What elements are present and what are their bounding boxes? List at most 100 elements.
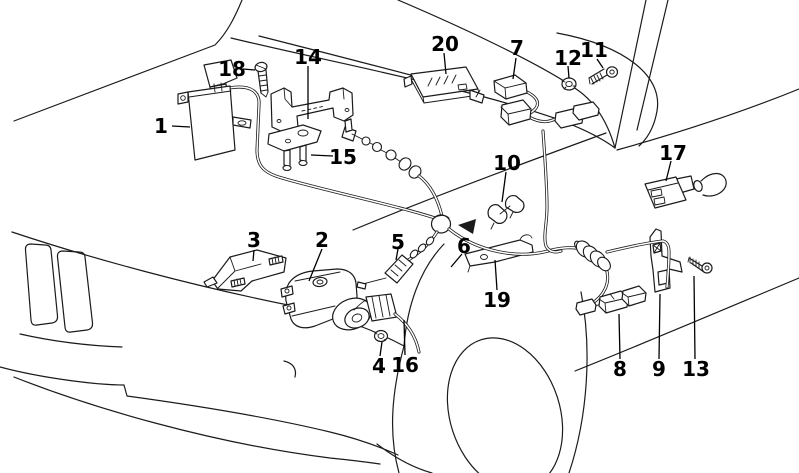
part-16-bowden-cable (353, 293, 421, 354)
part-number-7: 7 (510, 36, 524, 60)
part-number-13: 13 (682, 357, 710, 381)
part-17-connector-with-loop (644, 172, 727, 209)
part-label-20: 20 (431, 32, 459, 75)
leader-line-20 (443, 52, 447, 75)
part-7-switch-with-cable (493, 74, 600, 129)
part-label-19: 19 (483, 259, 511, 312)
leader-line-8 (618, 313, 621, 360)
windshield-base-line (397, 0, 616, 149)
leader-line-5 (395, 248, 399, 261)
part-label-11: 11 (580, 38, 608, 69)
part-15-holder-bracket (267, 124, 322, 172)
part-label-12: 12 (554, 46, 582, 79)
harness-to-bracket (605, 239, 671, 289)
direction-arrow (458, 219, 476, 234)
valence-curve (376, 443, 433, 473)
leader-line-10 (501, 171, 507, 203)
part-8-connectors (575, 285, 647, 316)
part-label-7: 7 (510, 36, 524, 80)
leader-line-4 (379, 341, 383, 357)
bumper-corner-curve (283, 360, 297, 378)
part-number-14: 14 (294, 45, 322, 69)
part-number-19: 19 (483, 288, 511, 312)
mirror-outline (556, 32, 659, 147)
beltline (616, 88, 799, 151)
part-label-10: 10 (493, 151, 521, 203)
part-number-11: 11 (580, 38, 608, 62)
part-label-18: 18 (218, 57, 256, 81)
a-pillar-outer (614, 0, 647, 149)
firewall-grommet (574, 240, 611, 272)
part-12-nut (561, 77, 577, 91)
leader-line-17 (665, 160, 672, 182)
part-number-18: 18 (218, 57, 246, 81)
part-label-2: 2 (308, 228, 329, 282)
tire-right-edge (568, 291, 588, 473)
leader-line-13 (693, 275, 696, 360)
part-label-4: 4 (372, 341, 386, 378)
wheel-housing-arc (403, 243, 445, 347)
part-number-9: 9 (652, 357, 666, 381)
part-label-17: 17 (659, 141, 687, 182)
part-number-6: 6 (457, 234, 471, 258)
part-label-15: 15 (310, 145, 357, 169)
bumper-bottom-line (13, 376, 381, 465)
part-1-control-module (177, 59, 252, 161)
leader-line-18 (242, 68, 256, 71)
part-number-1: 1 (154, 114, 168, 138)
cowl-line (230, 37, 616, 149)
module-tab-right (232, 116, 252, 129)
part-9-holder-bracket (649, 228, 683, 293)
part-number-8: 8 (613, 357, 627, 381)
hood-left-edge (13, 0, 243, 122)
cable-bellows-section (405, 230, 439, 263)
part-label-8: 8 (613, 313, 627, 381)
part-10-cable-clamp (487, 195, 525, 230)
a-pillar-inner (636, 0, 669, 131)
part-14-support-bracket (270, 87, 354, 134)
part-label-6: 6 (450, 234, 471, 268)
wire-from-switch (541, 129, 563, 254)
rocker-line (574, 277, 799, 372)
part-label-16: 16 (391, 319, 419, 377)
part-number-5: 5 (391, 230, 405, 254)
part-18-screw (254, 61, 269, 98)
wheel-rim (446, 337, 564, 473)
part-number-16: 16 (391, 353, 419, 377)
part-13-screw (687, 256, 713, 274)
part-number-20: 20 (431, 32, 459, 56)
part-11-bolt (588, 66, 619, 85)
cable-to-grommet (447, 227, 583, 256)
cable-junction-tee (430, 214, 452, 234)
part-20-relay-module (403, 66, 485, 104)
leader-line-12 (567, 65, 570, 79)
bumper-top-line (0, 366, 399, 456)
leader-line-9 (658, 293, 661, 360)
kidney-grille-right (56, 250, 94, 333)
accelerator-cable-bead-chain (341, 126, 444, 218)
part-number-4: 4 (372, 354, 386, 378)
leader-line-11 (596, 58, 604, 69)
part-label-13: 13 (682, 275, 710, 381)
part-number-15: 15 (329, 145, 357, 169)
kidney-grille-left (24, 243, 59, 326)
part-number-12: 12 (554, 46, 582, 70)
fender-top-line (352, 132, 607, 231)
grille-bottom-line (19, 333, 123, 348)
module-tab-left (177, 91, 189, 105)
part-number-3: 3 (247, 228, 261, 252)
module-harness-cable (227, 85, 443, 222)
fender-front-edge (391, 345, 405, 473)
leader-line-7 (512, 57, 517, 80)
part-label-1: 1 (154, 114, 191, 138)
part-label-5: 5 (391, 230, 405, 261)
part-4-nut (373, 329, 389, 343)
part-label-3: 3 (247, 228, 261, 262)
leader-line-1 (171, 125, 191, 128)
part-3-mounting-bracket (203, 249, 287, 292)
leader-line-15 (310, 154, 334, 157)
leader-line-6 (450, 253, 463, 268)
